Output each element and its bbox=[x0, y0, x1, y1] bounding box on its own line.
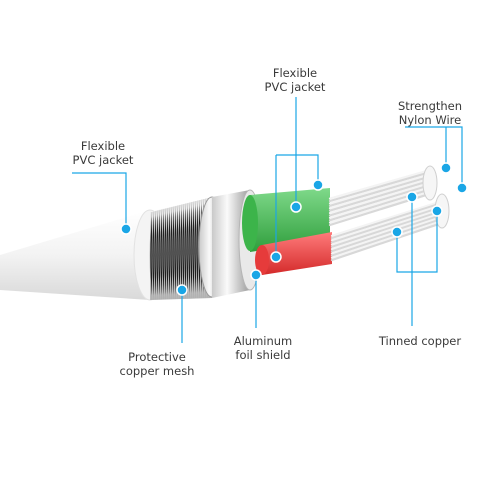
label-outer-line1: Flexible bbox=[80, 139, 126, 153]
label-nylon-line2: Nylon Wire bbox=[398, 113, 462, 127]
label-outer-line2: PVC jacket bbox=[72, 153, 134, 167]
label-inner-line2: PVC jacket bbox=[264, 80, 326, 94]
label-mesh-line1: Protective bbox=[128, 350, 186, 364]
callout-lines bbox=[72, 97, 463, 343]
label-inner-pvc-jacket: Flexible PVC jacket bbox=[250, 66, 340, 94]
inner-pvc-jacket-green bbox=[242, 188, 330, 252]
label-foil-shield: Aluminum foil shield bbox=[218, 334, 308, 362]
label-outer-pvc-jacket: Flexible PVC jacket bbox=[58, 139, 148, 167]
label-foil-line1: Aluminum bbox=[233, 334, 293, 348]
callout-dots bbox=[120, 162, 468, 296]
tinned-copper-strands bbox=[328, 168, 444, 262]
label-mesh-line2: copper mesh bbox=[119, 364, 195, 378]
label-nylon-line1: Strengthen bbox=[397, 99, 463, 113]
label-nylon-wire: Strengthen Nylon Wire bbox=[385, 99, 475, 127]
label-tinned-line1: Tinned copper bbox=[378, 334, 462, 348]
label-inner-line1: Flexible bbox=[272, 66, 318, 80]
inner-pvc-jacket-red bbox=[255, 232, 332, 275]
label-copper-mesh: Protective copper mesh bbox=[112, 350, 202, 378]
label-foil-line2: foil shield bbox=[235, 348, 291, 362]
outer-pvc-jacket bbox=[0, 209, 167, 301]
label-tinned-copper: Tinned copper bbox=[370, 334, 470, 348]
